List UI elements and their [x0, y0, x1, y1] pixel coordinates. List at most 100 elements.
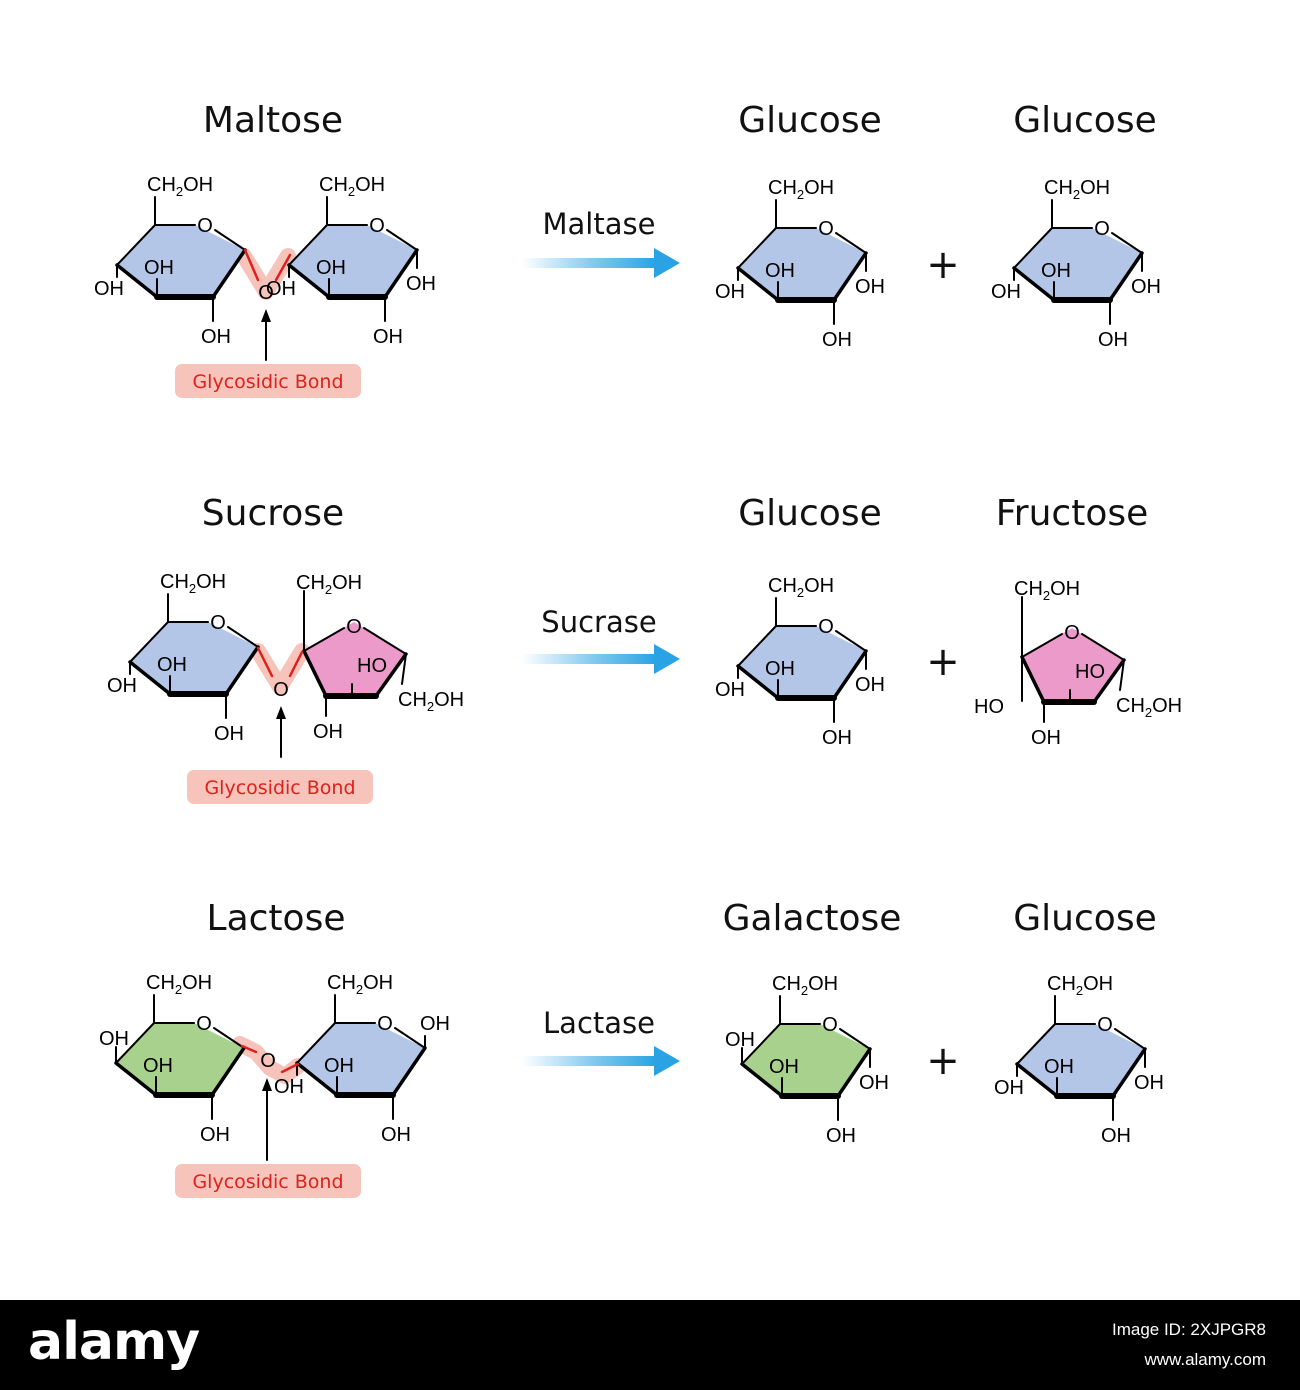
ring-oxygen-label: O: [346, 616, 362, 638]
hydroxyl-label: OH: [144, 257, 174, 279]
substituent-bond: [401, 653, 407, 685]
product-1-title: Glucose: [738, 493, 881, 534]
hexose-ring: [1014, 228, 1142, 300]
glycosidic-oxygen-label: O: [273, 679, 289, 701]
plus-sign: +: [926, 1038, 960, 1084]
ch2oh-label: CH2OH: [772, 973, 838, 998]
fructose-ring: [304, 622, 406, 696]
ring-oxygen-label: O: [1094, 218, 1110, 240]
hydroxyl-label: OH: [99, 1028, 129, 1050]
hydroxyl-label: OH: [214, 723, 244, 745]
ch2oh-label: CH2OH: [146, 972, 212, 997]
plus-sign: +: [926, 639, 960, 685]
substrate-title: Maltose: [203, 100, 343, 141]
ring-bond: [1111, 1047, 1147, 1098]
ring-bond: [1020, 655, 1046, 704]
glycosidic-bond: [243, 248, 260, 282]
ring-bond: [1012, 266, 1056, 302]
hydroxyl-label: OH: [157, 654, 187, 676]
reaction-arrow-shaft: [522, 258, 656, 268]
product-2-title: Glucose: [1013, 898, 1156, 939]
ring-oxygen-label: O: [369, 215, 385, 237]
product-2-title: Fructose: [996, 493, 1149, 534]
hydroxyl-label: OH: [1041, 260, 1071, 282]
ch2oh-label: CH2OH: [1047, 973, 1113, 998]
ring-bond: [1111, 232, 1143, 254]
glycosidic-bond-label: Glycosidic Bond: [204, 777, 355, 799]
hydroxyl-label: OH: [859, 1072, 889, 1094]
glycosidic-bond: [256, 646, 274, 678]
hydroxyl-label: OH: [715, 679, 745, 701]
glycosidic-oxygen-label: O: [258, 282, 274, 304]
ring-oxygen-label: O: [1064, 622, 1080, 644]
ring-bond: [836, 1047, 872, 1098]
ring-bond: [835, 630, 867, 652]
hexose-ring: [1017, 1024, 1145, 1096]
reaction-arrow-head: [654, 248, 680, 278]
glycosidic-bond: [240, 1044, 258, 1054]
hexose-ring: [742, 1024, 870, 1096]
ch2oh-label: CH2OH: [398, 689, 464, 714]
ring-bond: [736, 664, 780, 700]
ring-bond: [128, 660, 172, 696]
ring-bond: [210, 1046, 246, 1097]
ring-oxygen-label: O: [818, 616, 834, 638]
hydroxyl-label: OH: [1134, 1072, 1164, 1094]
ring-bond: [116, 224, 156, 266]
hydroxyl-label: OH: [373, 326, 403, 348]
hydroxyl-label: OH: [765, 260, 795, 282]
hydroxyl-label: OH: [316, 257, 346, 279]
ring-bond: [1108, 251, 1144, 302]
glycosidic-bond-highlight: [236, 248, 296, 300]
ch2oh-label: CH2OH: [160, 571, 226, 596]
glycosidic-bond-label-box: [175, 364, 361, 398]
ring-bond: [1092, 658, 1126, 704]
ring-bond: [114, 1061, 158, 1097]
ring-bond: [296, 1022, 336, 1064]
image-id-text: Image ID: 2XJPGR8: [1111, 1320, 1266, 1339]
ring-bond: [383, 248, 419, 299]
alamy-url-text: www.alamy.com: [1144, 1350, 1266, 1369]
hydroxyl-label: OH: [855, 674, 885, 696]
ring-oxygen-label: O: [1097, 1014, 1113, 1036]
hydroxyl-label: HO: [1075, 661, 1105, 683]
ring-bond: [1016, 1023, 1056, 1065]
stock-footer: alamy Image ID: 2XJPGR8 www.alamy.com: [0, 1300, 1300, 1390]
hydroxyl-label: OH: [715, 281, 745, 303]
hexose-ring: [130, 622, 258, 694]
hydroxyl-label: OH: [94, 278, 124, 300]
hydroxyl-label: OH: [1101, 1125, 1131, 1147]
hydroxyl-label: OH: [725, 1029, 755, 1051]
ring-bond: [115, 1022, 155, 1064]
pointer-arrow-head: [276, 706, 286, 719]
ring-bond: [287, 263, 331, 299]
hydroxyl-label: OH: [765, 658, 795, 680]
ring-bond: [374, 652, 408, 698]
product-2-title: Glucose: [1013, 100, 1156, 141]
hydroxyl-label: OH: [1031, 727, 1061, 749]
glycosidic-bond: [288, 650, 304, 678]
ring-bond: [394, 1027, 426, 1049]
glycosidic-bond-label: Glycosidic Bond: [192, 371, 343, 393]
glycosidic-bond-label-box: [175, 1164, 361, 1198]
hydroxyl-label: OH: [1098, 329, 1128, 351]
ring-bond: [737, 625, 777, 667]
pointer-arrow-head: [261, 309, 271, 322]
ring-oxygen-label: O: [197, 215, 213, 237]
ring-bond: [1013, 227, 1053, 269]
substrate-title: Sucrose: [202, 493, 344, 534]
enzyme-label: Lactase: [543, 1006, 655, 1040]
ring-oxygen-label: O: [196, 1013, 212, 1035]
hydroxyl-label: OH: [826, 1125, 856, 1147]
substrate-title: Lactose: [207, 898, 346, 939]
hydroxyl-label: OH: [822, 727, 852, 749]
ch2oh-label: CH2OH: [327, 972, 393, 997]
ring-oxygen-label: O: [210, 612, 226, 634]
ring-bond: [295, 1061, 339, 1097]
ring-bond: [115, 263, 159, 299]
ring-oxygen-label: O: [818, 218, 834, 240]
glycosidic-bond-label: Glycosidic Bond: [192, 1171, 343, 1193]
reaction-arrow-head: [654, 1046, 680, 1076]
ring-bond: [1081, 633, 1125, 661]
